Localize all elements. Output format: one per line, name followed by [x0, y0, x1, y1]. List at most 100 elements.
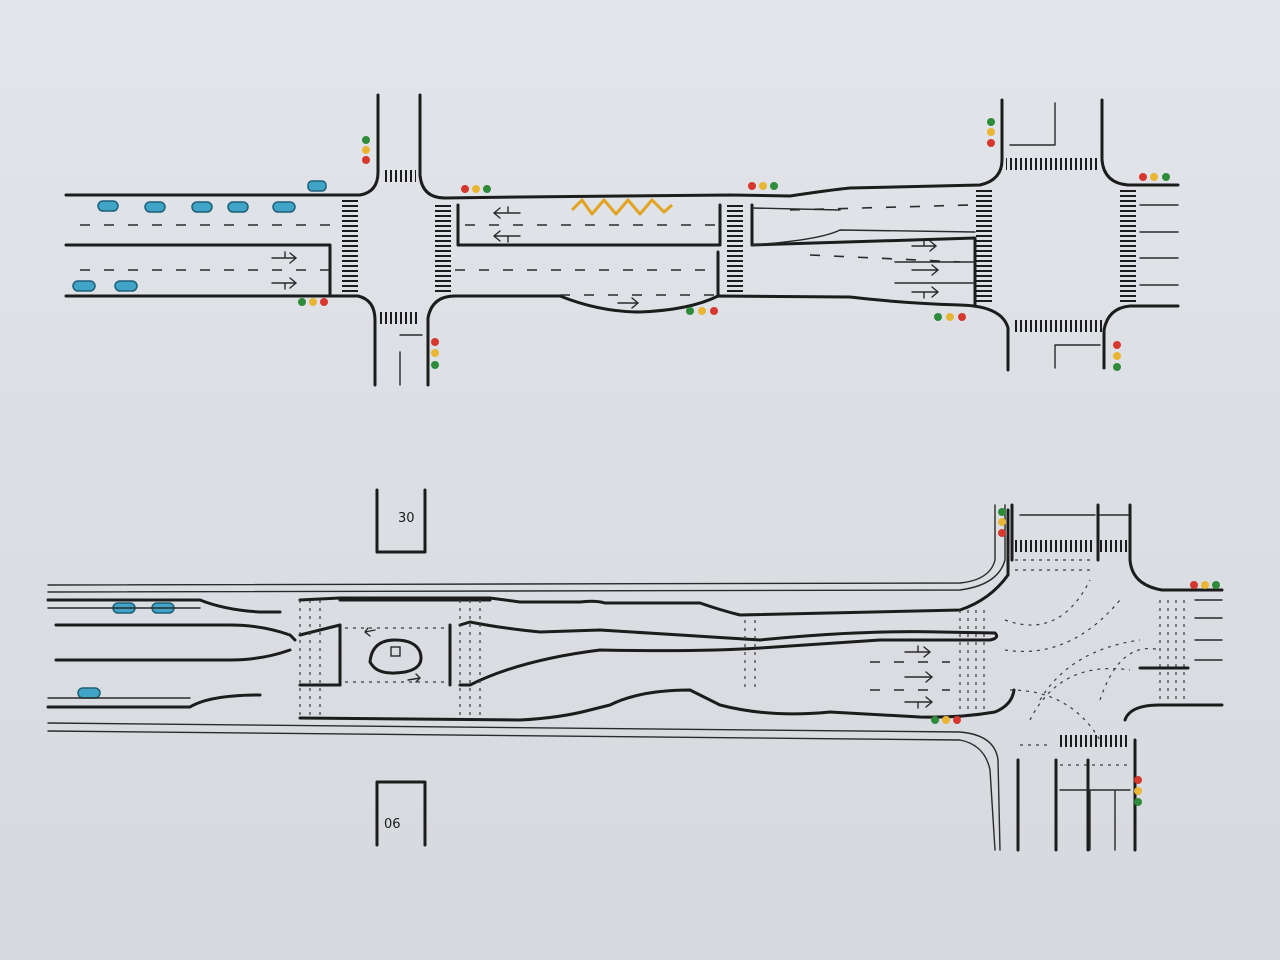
crosswalk	[382, 170, 416, 182]
traffic-lights-bottom	[931, 508, 1220, 806]
traffic-light-icon	[431, 338, 439, 369]
crosswalk	[1015, 540, 1093, 552]
car-icon	[114, 280, 138, 292]
lane-arrow-icon	[904, 645, 932, 658]
lane-dash	[789, 204, 971, 211]
top-street-plan	[64, 93, 1180, 387]
sign-box	[375, 488, 427, 554]
parked-cars	[72, 180, 327, 292]
traffic-light-icon	[998, 508, 1006, 537]
speed-label-top: 30	[398, 511, 415, 526]
zigzag-marking-icon	[570, 198, 673, 216]
car-icon	[97, 200, 119, 212]
crossing-marks	[345, 627, 445, 683]
curb	[46, 693, 262, 709]
sidewalk-line	[47, 722, 1001, 851]
lane-dash	[809, 254, 961, 263]
side-lane	[1194, 599, 1223, 661]
crosswalk	[727, 202, 743, 296]
median	[54, 623, 297, 642]
traffic-light-icon	[1113, 341, 1121, 371]
top-road-edge	[64, 93, 380, 197]
lane-line	[751, 229, 976, 246]
lane-arrow-icon	[364, 627, 376, 637]
crosswalk	[435, 204, 451, 294]
lane-arrow-icon	[492, 206, 521, 219]
traffic-lights-top	[298, 118, 1170, 371]
traffic-light-icon	[362, 136, 370, 164]
traffic-light-icon	[748, 182, 778, 190]
car-icon	[72, 280, 96, 292]
side-lane	[1139, 204, 1179, 286]
top-road-edge	[1100, 98, 1180, 187]
crosswalk	[976, 190, 992, 305]
lane-arrow-icon	[904, 671, 934, 683]
crosswalk	[1100, 540, 1128, 552]
crosswalk	[1060, 735, 1128, 747]
crosswalk	[380, 312, 420, 324]
top-road-edge	[1102, 304, 1180, 370]
median	[54, 648, 292, 662]
car-icon	[144, 201, 166, 213]
top-road-edge	[418, 93, 1004, 200]
car-icon	[227, 201, 249, 213]
traffic-light-icon	[686, 307, 718, 315]
side-curb	[1128, 503, 1224, 592]
lane-arrow-icon	[904, 696, 934, 709]
curb	[46, 598, 282, 614]
crossing-marks	[959, 610, 985, 712]
traffic-light-icon	[1190, 581, 1220, 589]
side-lane	[1009, 102, 1056, 146]
side-lane	[1054, 344, 1101, 369]
median-island	[750, 203, 977, 307]
lane-arrow-icon	[271, 251, 298, 264]
crosswalk	[342, 200, 358, 292]
speed-sign-top: 30	[375, 488, 427, 554]
lane-arrow-icon	[271, 277, 298, 290]
traffic-light-icon	[934, 313, 966, 321]
traffic-light-icon	[931, 716, 961, 724]
traffic-light-icon	[298, 298, 328, 306]
curb	[298, 688, 1016, 722]
sidewalk-line	[47, 730, 996, 851]
turning-paths	[1004, 579, 1161, 741]
side-lane	[1059, 789, 1131, 851]
sidewalk-line	[47, 504, 1006, 593]
crossing-marks	[744, 620, 756, 690]
side-curb	[1123, 703, 1224, 722]
top-road-edge	[426, 294, 1010, 387]
crosswalk	[1012, 320, 1102, 332]
traffic-light-icon	[461, 185, 491, 193]
crossing-marks	[459, 600, 481, 720]
parking-line	[47, 607, 201, 699]
median	[458, 620, 999, 687]
car-icon	[191, 201, 213, 213]
traffic-light-icon	[987, 118, 995, 147]
car-icon	[272, 201, 296, 213]
lane-arrow-icon	[492, 230, 521, 243]
parked-cars	[77, 602, 175, 699]
crossing-marks	[1159, 600, 1185, 700]
lane-arrow-icon	[407, 673, 421, 683]
sign-box	[375, 780, 427, 847]
traffic-light-icon	[1134, 776, 1142, 806]
roundabout-center	[390, 646, 401, 657]
crossing-marks	[299, 600, 321, 718]
lane-arrow-icon	[617, 297, 640, 309]
median-island	[456, 203, 722, 247]
speed-label-bottom: 06	[384, 817, 401, 832]
top-road-edge	[64, 294, 377, 387]
side-lane	[399, 334, 423, 386]
bottom-street-plan	[46, 503, 1224, 852]
lane-arrow-icon	[911, 239, 938, 252]
roundabout-edge	[298, 623, 342, 687]
roundabout-island	[368, 638, 423, 675]
crossing-marks	[1015, 559, 1128, 766]
lane-arrow-icon	[911, 286, 940, 299]
lane-arrows	[904, 645, 934, 709]
curb	[298, 508, 1010, 617]
median-line	[64, 243, 332, 297]
crosswalk	[1006, 158, 1098, 170]
